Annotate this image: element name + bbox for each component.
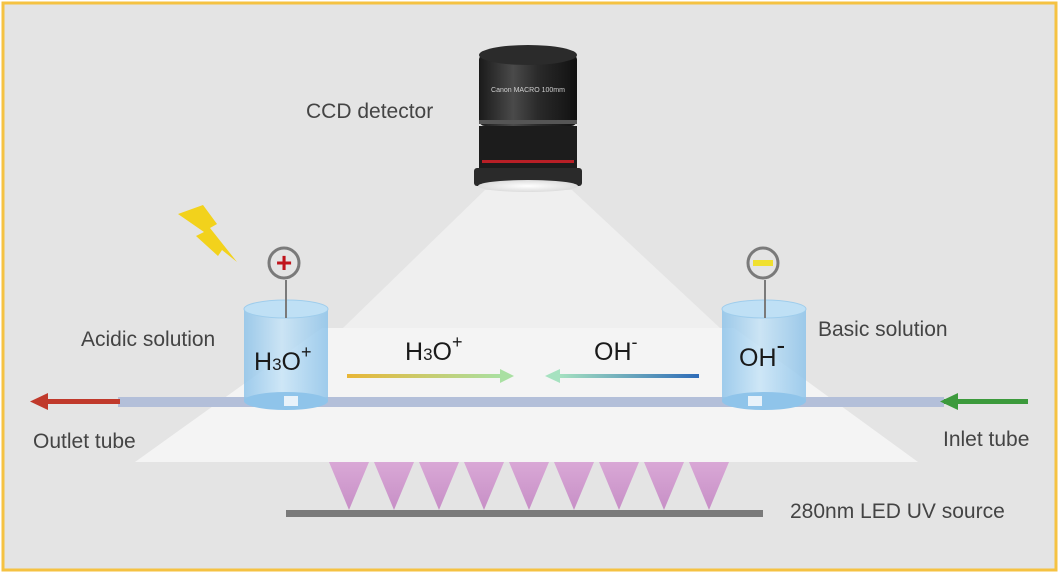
h3o-left-label: H3O+ — [254, 342, 312, 376]
oh-right-label: OH- — [739, 330, 785, 372]
negative-electrode — [746, 246, 780, 318]
uv-source-label: 280nm LED UV source — [790, 500, 1005, 523]
uv-cone — [509, 462, 549, 510]
inlet-tube-label: Inlet tube — [943, 428, 1029, 451]
uv-cone — [374, 462, 414, 510]
uv-cone — [329, 462, 369, 510]
uv-cone-group — [329, 462, 729, 510]
ccd-camera-icon: Canon MACRO 100mm — [474, 45, 582, 192]
uv-cone — [464, 462, 504, 510]
outlet-arrow-icon — [30, 393, 120, 410]
basic-solution-label: Basic solution — [818, 318, 948, 341]
negative-sign-icon — [753, 260, 773, 266]
uv-cone — [689, 462, 729, 510]
ccd-detector-label: CCD detector — [306, 100, 433, 123]
flow-tube — [118, 397, 944, 407]
h3o-mid-label: H3O+ — [405, 332, 463, 366]
uv-cone — [554, 462, 594, 510]
camera-brand-text: Canon MACRO 100mm — [491, 87, 565, 94]
oh-mid-label: OH- — [594, 332, 638, 366]
light-cone — [343, 190, 720, 328]
positive-sign-icon: + — [276, 247, 292, 278]
uv-cone — [644, 462, 684, 510]
uv-led-bar — [286, 510, 763, 517]
positive-electrode: + — [267, 246, 301, 318]
lightning-bolt-icon — [178, 205, 237, 262]
inlet-arrow-icon — [940, 393, 1028, 410]
oh-flow-arrow-icon — [545, 369, 699, 383]
acidic-solution-label: Acidic solution — [81, 328, 215, 351]
h3o-flow-arrow-icon — [347, 369, 514, 383]
acidic-reservoir — [243, 299, 329, 410]
uv-cone — [419, 462, 459, 510]
uv-cone — [599, 462, 639, 510]
outlet-tube-label: Outlet tube — [33, 430, 136, 453]
